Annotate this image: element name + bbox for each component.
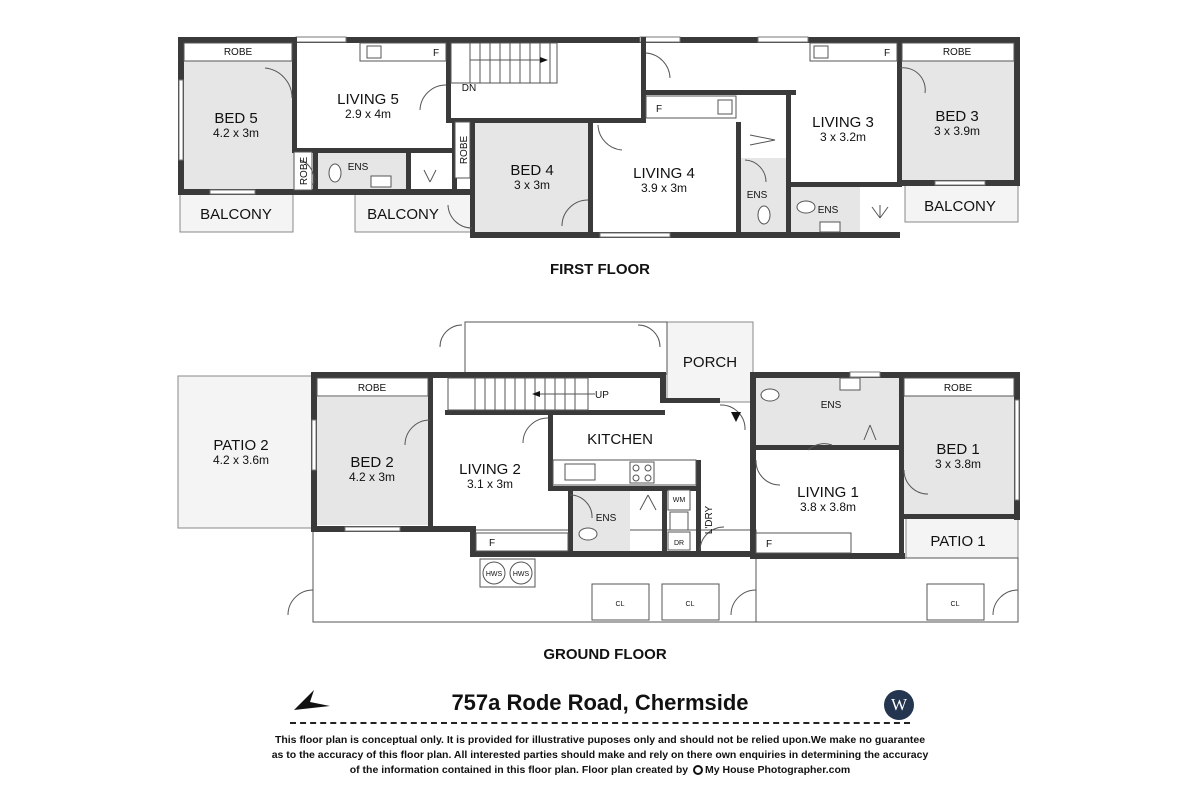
balcony-label: BALCONY [367,206,439,223]
room-name-patio2: PATIO 2 [213,437,268,454]
bed2-floor [315,397,430,525]
bed3-floor [901,60,1017,182]
fridge-label: F [656,104,662,115]
fridge-label: F [433,48,439,59]
washing-machine-label: WM [673,497,686,504]
ensuite-label: ENS [596,513,617,524]
fridge-label: F [489,538,495,549]
room-dims-living3: 3 x 3.2m [820,130,866,144]
robe-label: ROBE [459,136,470,165]
disclaimer-text: of the information contained in this flo… [349,764,689,776]
hot-water-system-label: HWS [486,571,503,578]
room-name-porch: PORCH [683,354,737,371]
room-name-living2: LIVING 2 [459,461,521,478]
clothesline-label: CL [616,601,625,608]
floor-plan-drawing: ROBE ROBE F F F DN ENS ENS ENS ROBE ROBE… [177,36,1020,663]
ensuite-label: ENS [821,400,842,411]
room-name-living4: LIVING 4 [633,165,695,182]
credit-brand: My House Photographer.com [705,764,851,776]
fridge-label: F [884,48,890,59]
laundry-label: L'DRY [704,505,715,534]
compass-logo-icon [294,690,330,710]
room-name-bed1: BED 1 [936,441,979,458]
room-dims-living4: 3.9 x 3m [641,181,687,195]
ground-floor-plan: ROBE ROBE UP ENS ENS WM DR L'DRY HWS HWS… [177,321,1020,663]
balcony-label: BALCONY [924,198,996,215]
bed4-floor [475,122,588,234]
property-address: 757a Rode Road, Chermside [451,690,749,715]
room-dims-living1: 3.8 x 3.8m [800,500,856,514]
room-dims-bed1: 3 x 3.8m [935,457,981,471]
balcony-left [179,191,294,233]
stair-down-label: DN [462,83,476,94]
room-name-bed3: BED 3 [935,108,978,125]
my-house-photographer-logo-icon [693,765,703,775]
room-dims-bed2: 4.2 x 3m [349,470,395,484]
room-dims-patio2: 4.2 x 3.6m [213,453,269,467]
room-name-kitchen: KITCHEN [587,431,653,448]
room-dims-bed3: 3 x 3.9m [934,124,980,138]
room-dims-bed4: 3 x 3m [514,178,550,192]
robe-label: ROBE [944,383,973,394]
clothesline-label: CL [951,601,960,608]
balcony-middle [354,191,474,233]
clothesline-label: CL [686,601,695,608]
robe-label: ROBE [299,157,310,186]
robe-label: ROBE [358,383,387,394]
ensuite-label: ENS [818,205,839,216]
room-name-bed5: BED 5 [214,110,257,127]
ensuite-label: ENS [348,162,369,173]
footer-divider [290,722,910,724]
bed5-floor [183,60,295,192]
ensuite-label: ENS [747,190,768,201]
robe-label: ROBE [224,47,253,58]
room-name-living5: LIVING 5 [337,91,399,108]
ground-floor-title: GROUND FLOOR [543,646,666,663]
first-floor-title: FIRST FLOOR [550,261,650,278]
balcony-label: BALCONY [200,206,272,223]
room-dims-living2: 3.1 x 3m [467,477,513,491]
porch-area [666,321,754,403]
first-floor-plan: ROBE ROBE F F F DN ENS ENS ENS ROBE ROBE… [178,36,1020,278]
room-name-living3: LIVING 3 [812,114,874,131]
ens1-floor [756,377,901,447]
disclaimer-line: This floor plan is conceptual only. It i… [274,734,926,746]
room-name-patio1: PATIO 1 [930,533,985,550]
agency-logo-badge: W [884,690,914,720]
hot-water-system-label: HWS [513,571,530,578]
ens2-floor [572,490,630,555]
room-name-bed2: BED 2 [350,454,393,471]
disclaimer-line: as to the accuracy of this floor plan. A… [271,749,929,761]
robe-label: ROBE [943,47,972,58]
bed1-floor [904,396,1016,516]
room-name-living1: LIVING 1 [797,484,859,501]
disclaimer: This floor plan is conceptual only. It i… [0,733,1200,778]
room-name-bed4: BED 4 [510,162,553,179]
stair-up-label: UP [595,390,609,401]
disclaimer-line: of the information contained in this flo… [0,763,1200,778]
dryer-label: DR [674,540,684,547]
patio1-area [905,517,1019,559]
room-dims-bed5: 4.2 x 3m [213,126,259,140]
room-dims-living5: 2.9 x 4m [345,107,391,121]
fridge-label: F [766,539,772,550]
